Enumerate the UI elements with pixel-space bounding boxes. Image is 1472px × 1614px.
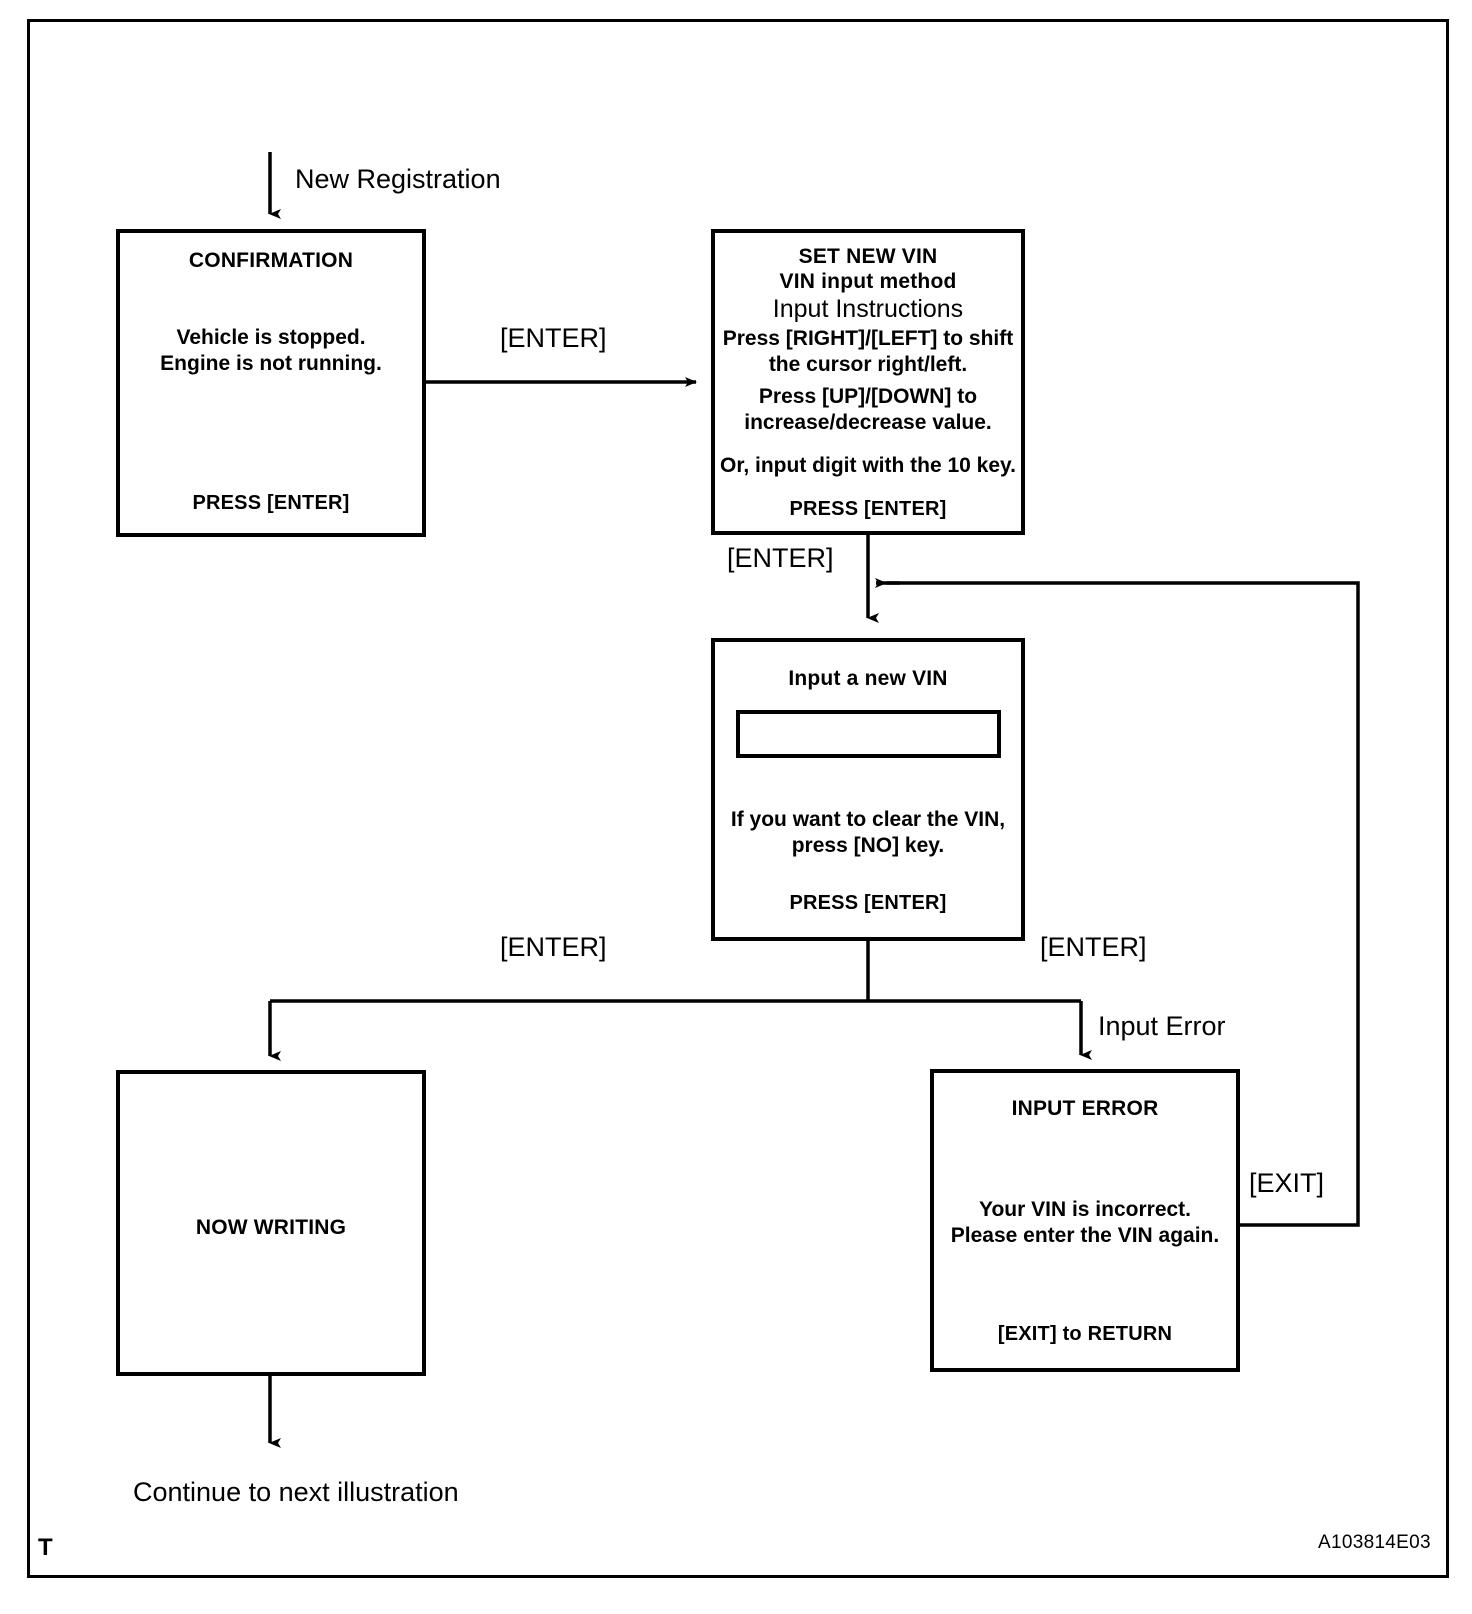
- label-input-error-branch: Input Error: [1098, 1011, 1226, 1041]
- figure-code: A103814E03: [1318, 1532, 1431, 1553]
- setnewvin-heading: Input Instructions: [772, 294, 964, 323]
- figure-frame: [27, 19, 1449, 1578]
- setnewvin-line-1: Press [RIGHT]/[LEFT] to shift: [722, 327, 1014, 351]
- inputerror-footer: [EXIT] to RETURN: [997, 1323, 1173, 1345]
- screen-set-new-vin[interactable]: SET NEW VIN VIN input method Input Instr…: [711, 229, 1025, 535]
- label-exit-return: [EXIT]: [1249, 1168, 1325, 1198]
- inputvin-title: Input a new VIN: [788, 667, 948, 690]
- label-new-registration: New Registration: [295, 164, 501, 194]
- inputerror-line-2: Please enter the VIN again.: [950, 1223, 1220, 1247]
- screen-input-new-vin[interactable]: Input a new VIN If you want to clear the…: [711, 638, 1025, 941]
- inputvin-line-1: If you want to clear the VIN,: [730, 808, 1006, 831]
- label-continue-next-illustration: Continue to next illustration: [133, 1477, 459, 1507]
- setnewvin-line-4: increase/decrease value.: [744, 410, 992, 434]
- label-enter-inputvin-right: [ENTER]: [1040, 932, 1147, 962]
- sheet-corner-letter: T: [38, 1534, 53, 1561]
- screen-confirmation[interactable]: CONFIRMATION Vehicle is stopped. Engine …: [116, 229, 426, 537]
- setnewvin-note: Or, input digit with the 10 key.: [720, 454, 1016, 478]
- label-enter-setvin-to-inputvin: [ENTER]: [727, 543, 834, 573]
- inputerror-line-1: Your VIN is incorrect.: [979, 1198, 1191, 1221]
- confirmation-line-2: Engine is not running.: [160, 351, 382, 375]
- setnewvin-title: SET NEW VIN: [798, 245, 938, 268]
- confirmation-footer: PRESS [ENTER]: [192, 492, 350, 514]
- setnewvin-footer: PRESS [ENTER]: [789, 498, 947, 520]
- inputvin-line-2: press [NO] key.: [791, 833, 945, 857]
- setnewvin-line-3: Press [UP]/[DOWN] to: [758, 385, 978, 409]
- setnewvin-subtitle: VIN input method: [779, 269, 957, 293]
- inputvin-footer: PRESS [ENTER]: [789, 892, 947, 914]
- label-enter-confirmation-to-setvin: [ENTER]: [500, 323, 607, 353]
- inputerror-title: INPUT ERROR: [1011, 1097, 1159, 1120]
- label-enter-inputvin-left: [ENTER]: [500, 932, 607, 962]
- vin-input-field[interactable]: [735, 710, 1001, 758]
- edge-inputerror-return: [886, 581, 1360, 1227]
- setnewvin-line-2: the cursor right/left.: [768, 352, 968, 376]
- screen-now-writing[interactable]: NOW WRITING: [116, 1070, 426, 1376]
- confirmation-line-1: Vehicle is stopped.: [176, 326, 366, 349]
- screen-input-error[interactable]: INPUT ERROR Your VIN is incorrect. Pleas…: [930, 1069, 1240, 1372]
- nowwriting-title: NOW WRITING: [195, 1216, 347, 1239]
- confirmation-title: CONFIRMATION: [188, 249, 354, 272]
